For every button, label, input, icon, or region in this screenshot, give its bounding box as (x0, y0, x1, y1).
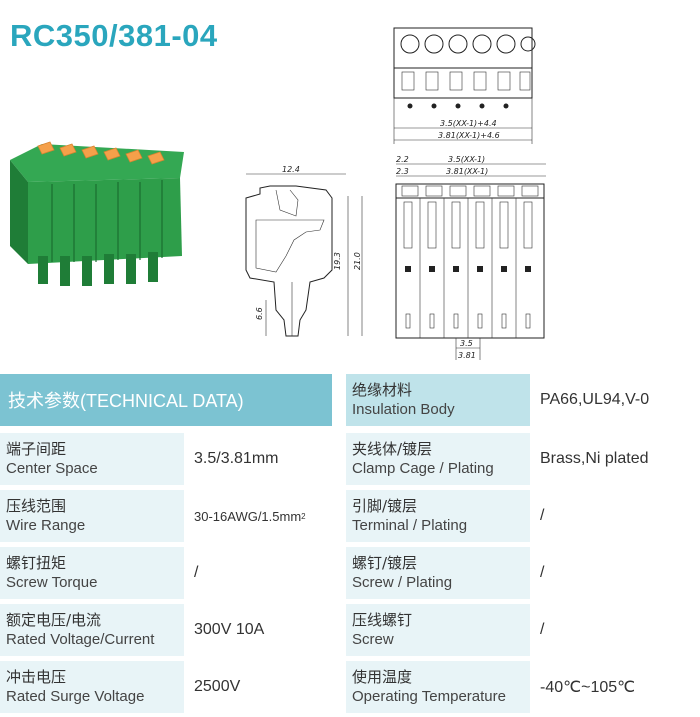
row-value-surge-voltage: 2500V (186, 661, 332, 713)
top-view-drawing: 3.5(XX-1)+4.4 3.81(XX-1)+4.6 (393, 27, 536, 144)
dim-front-pitch-1: 3.5(XX-1) (448, 155, 485, 164)
row-value-terminal-plating: / (532, 490, 700, 542)
dim-top-2: 3.81(XX-1)+4.6 (438, 131, 500, 140)
dim-front-pitch-2: 3.81(XX-1) (446, 167, 488, 176)
row-value-screw: / (532, 604, 700, 656)
dim-side-h2: 21.0 (353, 252, 362, 270)
row-value-screw-torque: / (186, 547, 332, 599)
front-view-drawing: 2.2 2.3 3.5(XX-1) 3.81(XX-1) 3.5 3.81 (395, 155, 546, 360)
dim-top-1: 3.5(XX-1)+4.4 (440, 119, 497, 128)
row-value-screw-plating: / (532, 547, 700, 599)
dim-side-h1: 19.3 (333, 252, 342, 270)
row-value-rated-voltage: 300V 10A (186, 604, 332, 656)
connector-photo (10, 141, 184, 286)
dim-bottom-pitch-1: 3.5 (460, 339, 473, 348)
dim-side-h3: 6.6 (255, 307, 264, 320)
row-value-center-space: 3.5/3.81mm (186, 433, 332, 485)
row-value-insulation-body: PA66,UL94,V-0 (532, 374, 700, 426)
row-value-operating-temperature: -40℃~105℃ (532, 661, 700, 713)
product-title: RC350/381-04 (10, 18, 218, 53)
table-header: 技术参数(TECHNICAL DATA) (0, 374, 332, 426)
dim-bottom-pitch-2: 3.81 (458, 351, 476, 360)
dim-front-2-3: 2.3 (396, 167, 409, 176)
side-view-drawing: 12.4 19.3 21.0 6.6 (245, 165, 363, 337)
row-value-clamp-cage: Brass,Ni plated (532, 433, 700, 485)
dim-side-width: 12.4 (282, 165, 300, 174)
dim-front-2-2: 2.2 (396, 155, 409, 164)
